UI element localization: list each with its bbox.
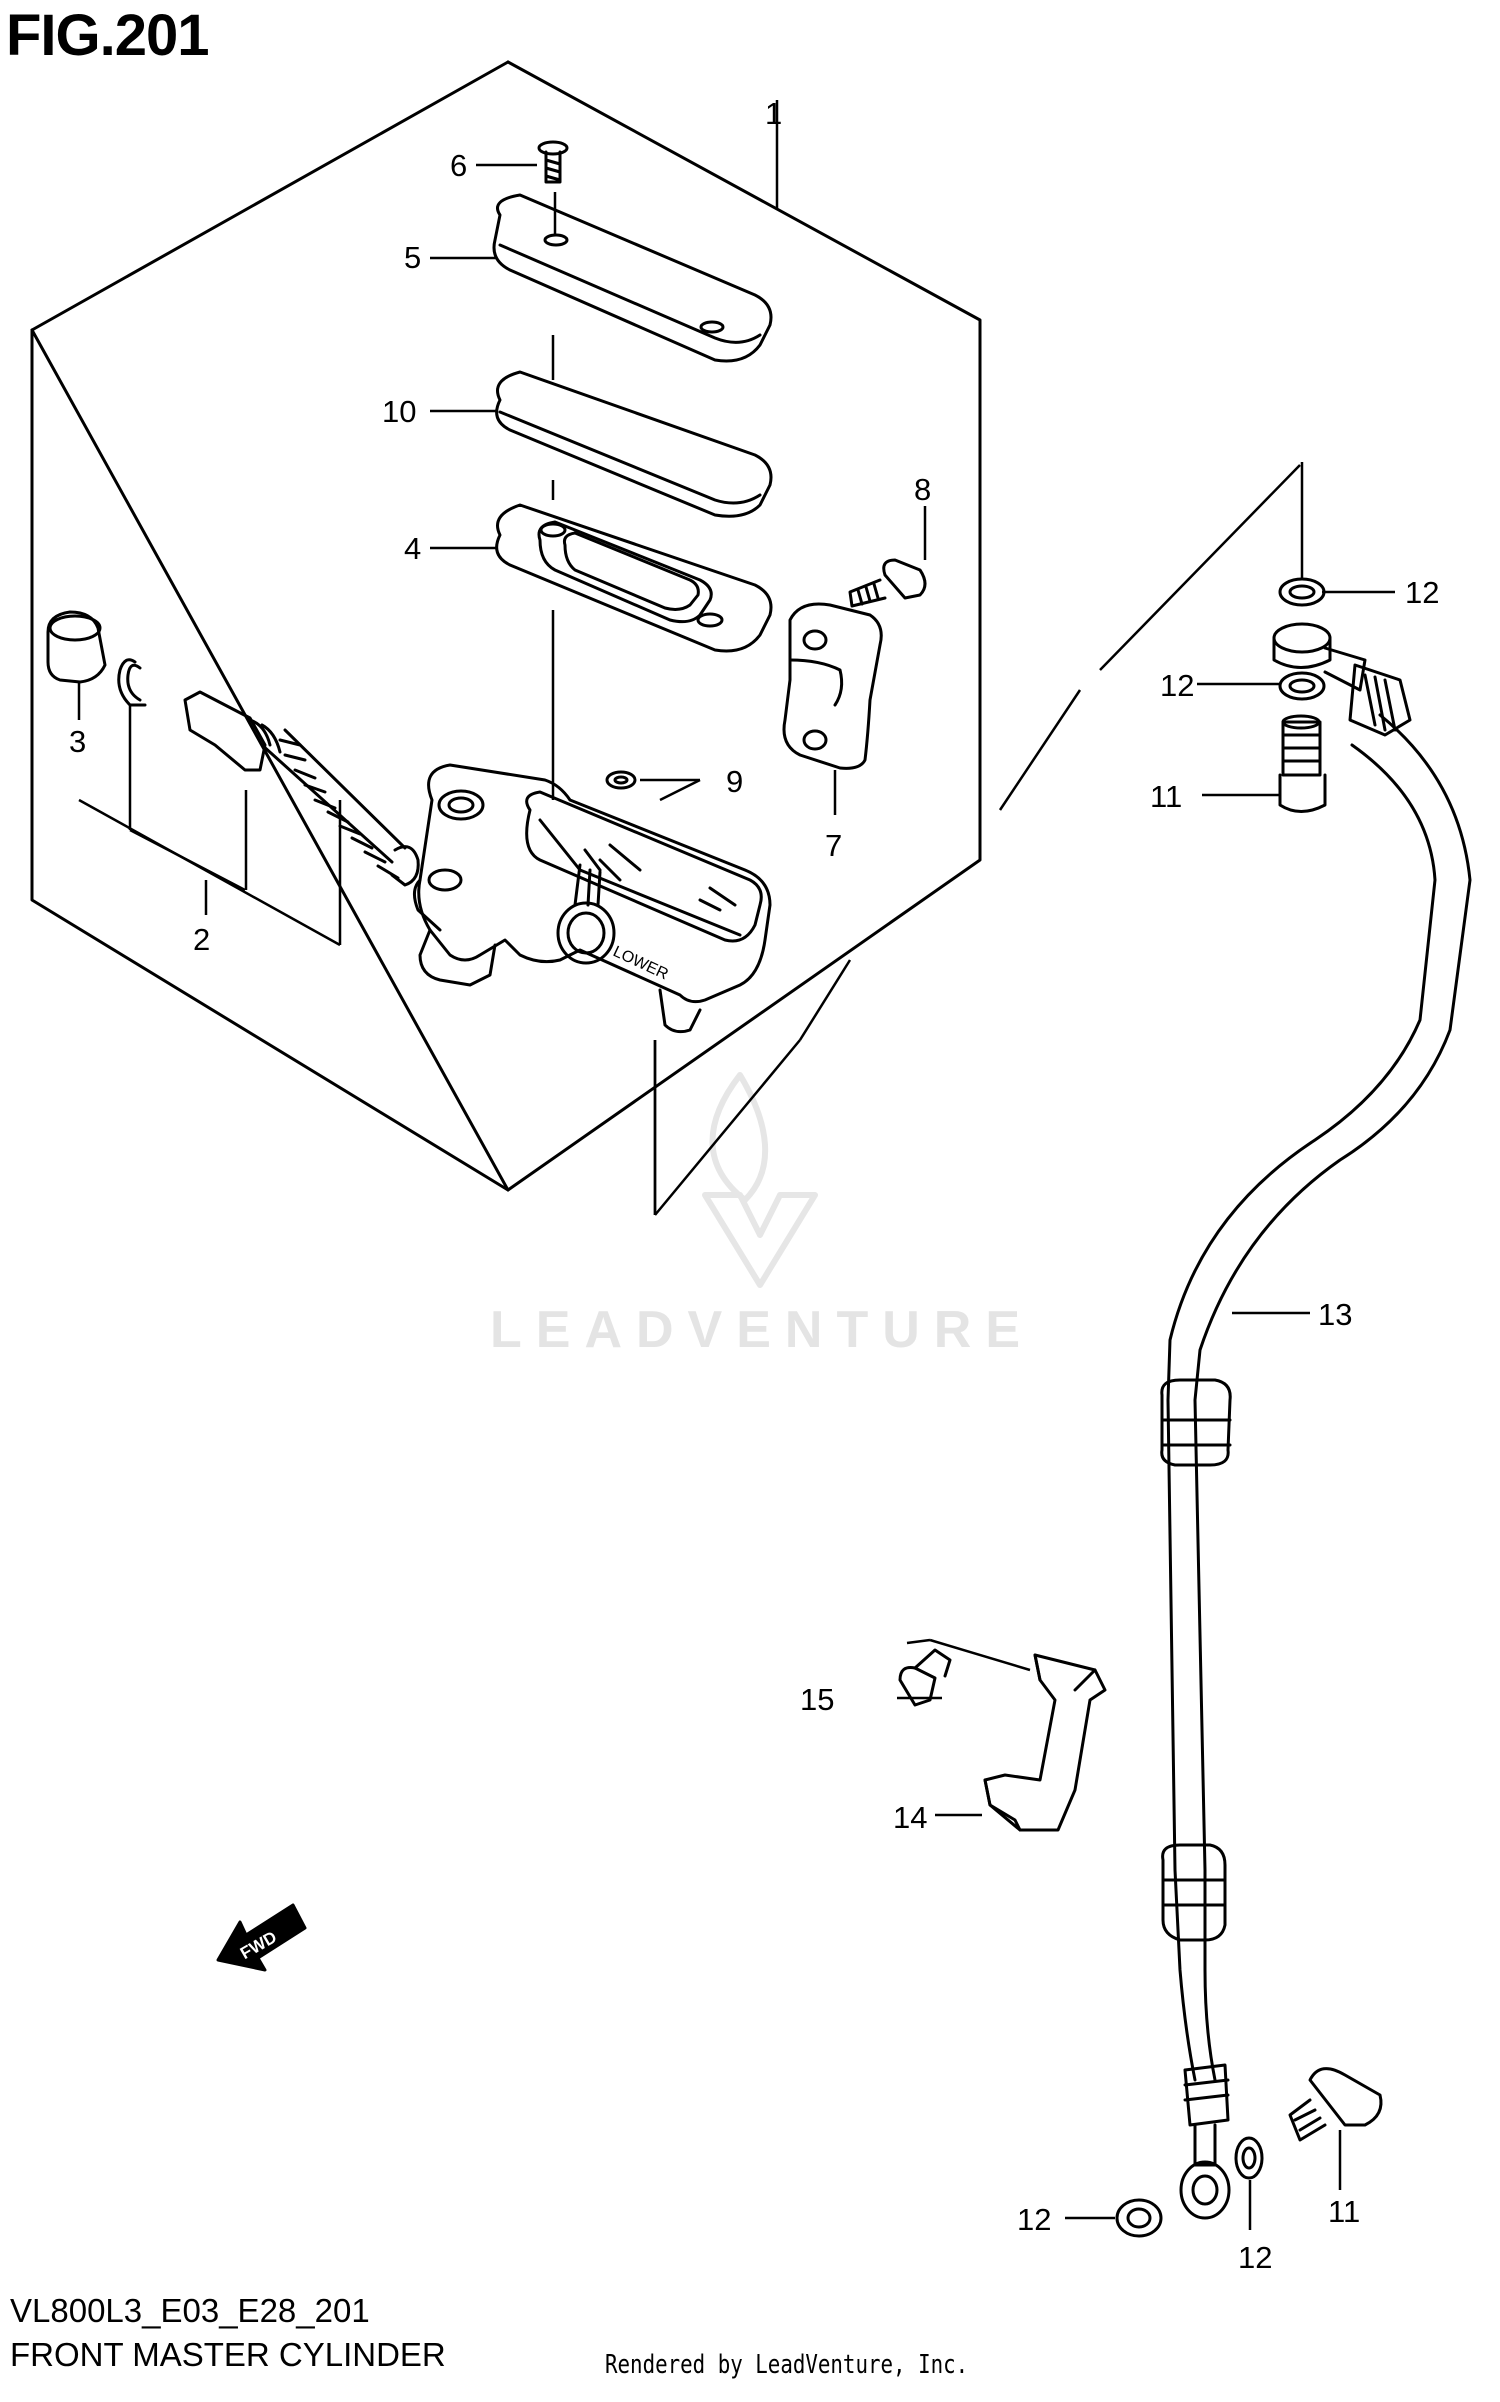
- callout-8: 8: [914, 472, 931, 507]
- callout-12-top-a: 12: [1405, 575, 1439, 610]
- washer-9: [605, 770, 637, 790]
- master-cylinder-body: [413, 763, 772, 1034]
- washer-12-a: [1278, 577, 1326, 607]
- assembly-name: FRONT MASTER CYLINDER: [10, 2336, 446, 2373]
- banjo-fitting-top: [1272, 622, 1412, 737]
- callout-14: 14: [893, 1800, 927, 1835]
- callout-12-bottom-a: 12: [1017, 2202, 1051, 2237]
- plate-diaphragm: [495, 370, 773, 518]
- callout-4: 4: [404, 531, 421, 566]
- piston-set: [46, 610, 420, 887]
- cap-screw: [537, 140, 569, 184]
- callout-3: 3: [69, 724, 86, 759]
- callout-1: 1: [765, 96, 782, 131]
- assembly-outline: [30, 60, 982, 1192]
- washer-12-c: [1115, 2198, 1163, 2238]
- washer-12-d: [1234, 2136, 1264, 2180]
- holder-bolt: [848, 558, 927, 608]
- fwd-arrow: [216, 1903, 307, 1972]
- callout-15: 15: [800, 1682, 834, 1717]
- rendered-by: Rendered by LeadVenture, Inc.: [605, 2350, 969, 2380]
- brake-hose: [1160, 713, 1472, 2220]
- callout-2: 2: [193, 922, 210, 957]
- watermark-text: LEADVENTURE: [490, 1301, 1035, 1359]
- bracket-bolt: [898, 1648, 952, 1707]
- callout-12-top-b: 12: [1160, 668, 1194, 703]
- callout-5: 5: [404, 240, 421, 275]
- model-code: VL800L3_E03_E28_201: [10, 2292, 370, 2329]
- callout-6: 6: [450, 148, 467, 183]
- figure-title: FIG.201: [6, 3, 210, 68]
- washer-12-b: [1278, 671, 1326, 701]
- hose-bracket: [983, 1653, 1107, 1832]
- callout-12-bottom-b: 12: [1238, 2240, 1272, 2275]
- callout-9: 9: [726, 764, 743, 799]
- diaphragm: [495, 503, 773, 653]
- reservoir-cap: [492, 193, 773, 363]
- callout-11-bottom: 11: [1328, 2194, 1360, 2229]
- holder-clamp: [782, 602, 883, 770]
- callout-13: 13: [1318, 1297, 1352, 1332]
- union-bolt-bottom: [1288, 2067, 1383, 2142]
- callout-7: 7: [825, 828, 842, 863]
- callout-11-top: 11: [1150, 779, 1182, 814]
- callout-10: 10: [382, 394, 416, 429]
- watermark-logo: [702, 1072, 818, 1288]
- union-bolt-top: [1278, 714, 1327, 813]
